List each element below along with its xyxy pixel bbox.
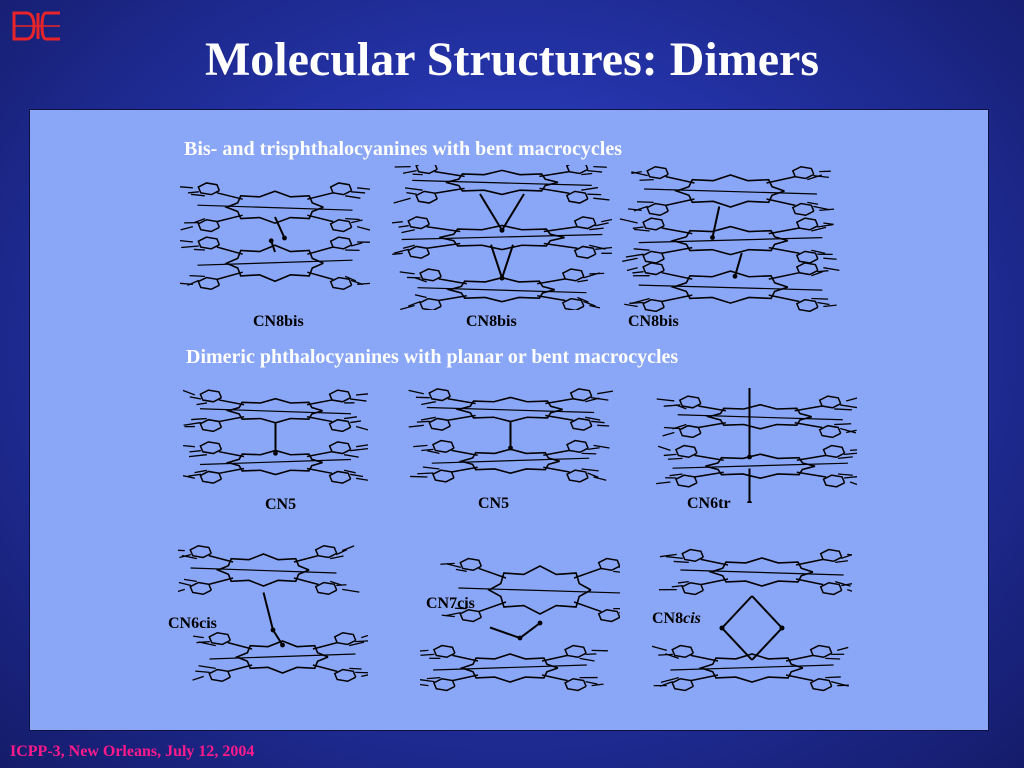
dc-logo-icon	[12, 11, 60, 41]
molecule-structure-1	[180, 182, 370, 291]
label-cn8cis-italic: cis	[683, 610, 701, 627]
molecule-structure-4	[183, 389, 368, 484]
section-title-dimeric: Dimeric phthalocyanines with planar or b…	[186, 346, 679, 368]
molecule-structure-6	[656, 388, 857, 503]
label-cn8bis-1: CN8bis	[253, 313, 304, 330]
label-cn8bis-3: CN8bis	[628, 313, 679, 330]
section-title-bis: Bis- and trisphthalocyanines with bent m…	[184, 138, 622, 160]
label-cn6cis: CN6cis	[168, 615, 217, 632]
molecule-structure-7	[178, 544, 368, 683]
content-panel	[29, 109, 989, 731]
page-title: Molecular Structures: Dimers	[204, 33, 820, 86]
label-cn5-2: CN5	[478, 495, 510, 512]
molecule-structure-5	[408, 388, 613, 483]
molecule-structure-2	[392, 165, 612, 310]
label-cn8bis-2: CN8bis	[466, 313, 517, 330]
label-cn8cis-prefix: CN8	[652, 610, 684, 627]
footer-text: ICPP-3, New Orleans, July 12, 2004	[10, 743, 255, 760]
molecule-structure-8	[420, 557, 620, 692]
molecule-structure-9	[652, 548, 852, 692]
label-cn6tr: CN6tr	[687, 495, 731, 512]
label-cn8cis: CN8cis	[652, 609, 701, 629]
label-cn7cis: CN7cis	[426, 595, 475, 612]
molecule-structure-3	[619, 165, 840, 313]
label-cn5-1: CN5	[265, 496, 297, 513]
